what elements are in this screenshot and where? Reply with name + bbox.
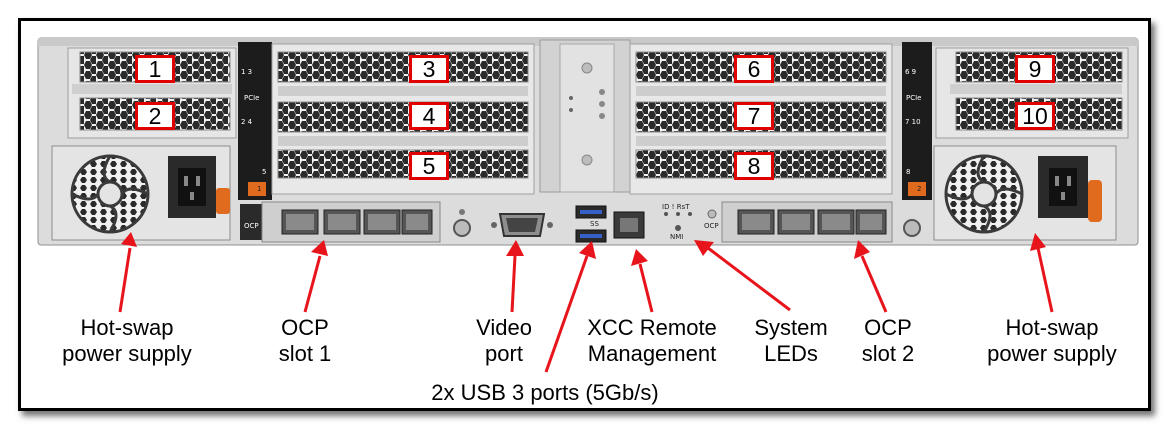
led-labels: ID ! RsT [662,203,690,211]
thumbscrew-left[interactable] [453,219,471,237]
callout-video: Video port [450,315,558,367]
thumbscrew-right[interactable] [903,219,921,237]
ocp-1-tab-label: OCP [244,222,259,230]
slot-number-6: 6 [734,55,774,83]
slot-number-8: 8 [734,152,774,180]
slot-number-9: 9 [1015,55,1055,83]
callout-ocp2: OCP slot 2 [840,315,936,367]
slot-number-2: 2 [135,102,175,130]
callout-ocp1-line1: OCP [281,315,329,340]
slot-number-10: 10 [1015,102,1055,130]
callout-psu-right-line1: Hot-swap [1005,315,1099,340]
riser-2-bottom-label: 8 [906,168,911,176]
callout-leds-line2: LEDs [764,341,818,366]
ocp-slot-1 [240,201,441,243]
usb-superspeed-tag: SS [590,220,599,228]
riser-1-mid-label: 2 4 [241,118,253,126]
riser-1-pcie-label: PCIe [244,94,260,102]
callout-xcc-line1: XCC Remote [587,315,717,340]
riser-1-bottom-label: 5 [262,168,267,176]
callout-psu-left-line2: power supply [62,341,192,366]
riser-1-strip [238,42,272,200]
callout-xcc: XCC Remote Management [572,315,732,367]
arrow-ocp2 [860,255,888,313]
callout-psu-left-line1: Hot-swap [80,315,174,340]
slot-number-5: 5 [409,152,449,180]
callout-ocp1: OCP slot 1 [250,315,360,367]
callout-psu-right: Hot-swap power supply [970,315,1134,367]
arrow-xcc [638,263,654,313]
callout-psu-left: Hot-swap power supply [42,315,212,367]
callout-ocp1-line2: slot 1 [278,341,332,366]
arrow-usb [544,255,589,373]
riser-2-strip [902,42,932,200]
riser-2-pcie-label: PCIe [906,94,922,102]
system-led-panel [664,209,717,231]
arrow-video [510,255,517,313]
video-port [491,213,553,237]
power-supply-left [51,145,231,241]
slot-number-1: 1 [135,55,175,83]
riser-1-top-label: 1 3 [241,68,253,76]
center-panel [539,39,631,193]
riser-cage-center-left [271,43,535,195]
ocp-2-tab-label: OCP [704,222,719,230]
slot-number-7: 7 [734,102,774,130]
arrow-ocp1 [303,255,322,313]
power-supply-right [933,145,1117,241]
ocp-slot-2 [721,201,893,243]
nmi-label: NMI [670,233,684,241]
callout-leds: System LEDs [738,315,844,367]
riser-2-top-label: 6 9 [905,68,917,76]
callout-leds-line1: System [754,315,828,340]
slot-number-3: 3 [409,55,449,83]
callout-psu-right-line2: power supply [987,341,1117,366]
callout-video-line1: Video [476,315,532,340]
arrow-psu-left [118,247,132,313]
callout-arrows [118,232,1054,373]
callout-video-line2: port [485,341,523,366]
arrow-psu-right [1036,247,1054,313]
riser-2-mid-label: 7 10 [905,118,921,126]
riser-1-tag: 1 [257,185,262,193]
callout-xcc-line2: Management [587,341,717,366]
usb-ports [575,205,607,243]
slot-number-4: 4 [409,102,449,130]
callout-ocp2-line2: slot 2 [861,341,915,366]
arrow-leds [707,246,791,312]
callout-ocp2-line1: OCP [864,315,912,340]
xcc-ethernet-port [613,211,645,239]
riser-2-tag: 2 [917,185,922,193]
callout-usb: 2x USB 3 ports (5Gb/s) [431,380,659,405]
